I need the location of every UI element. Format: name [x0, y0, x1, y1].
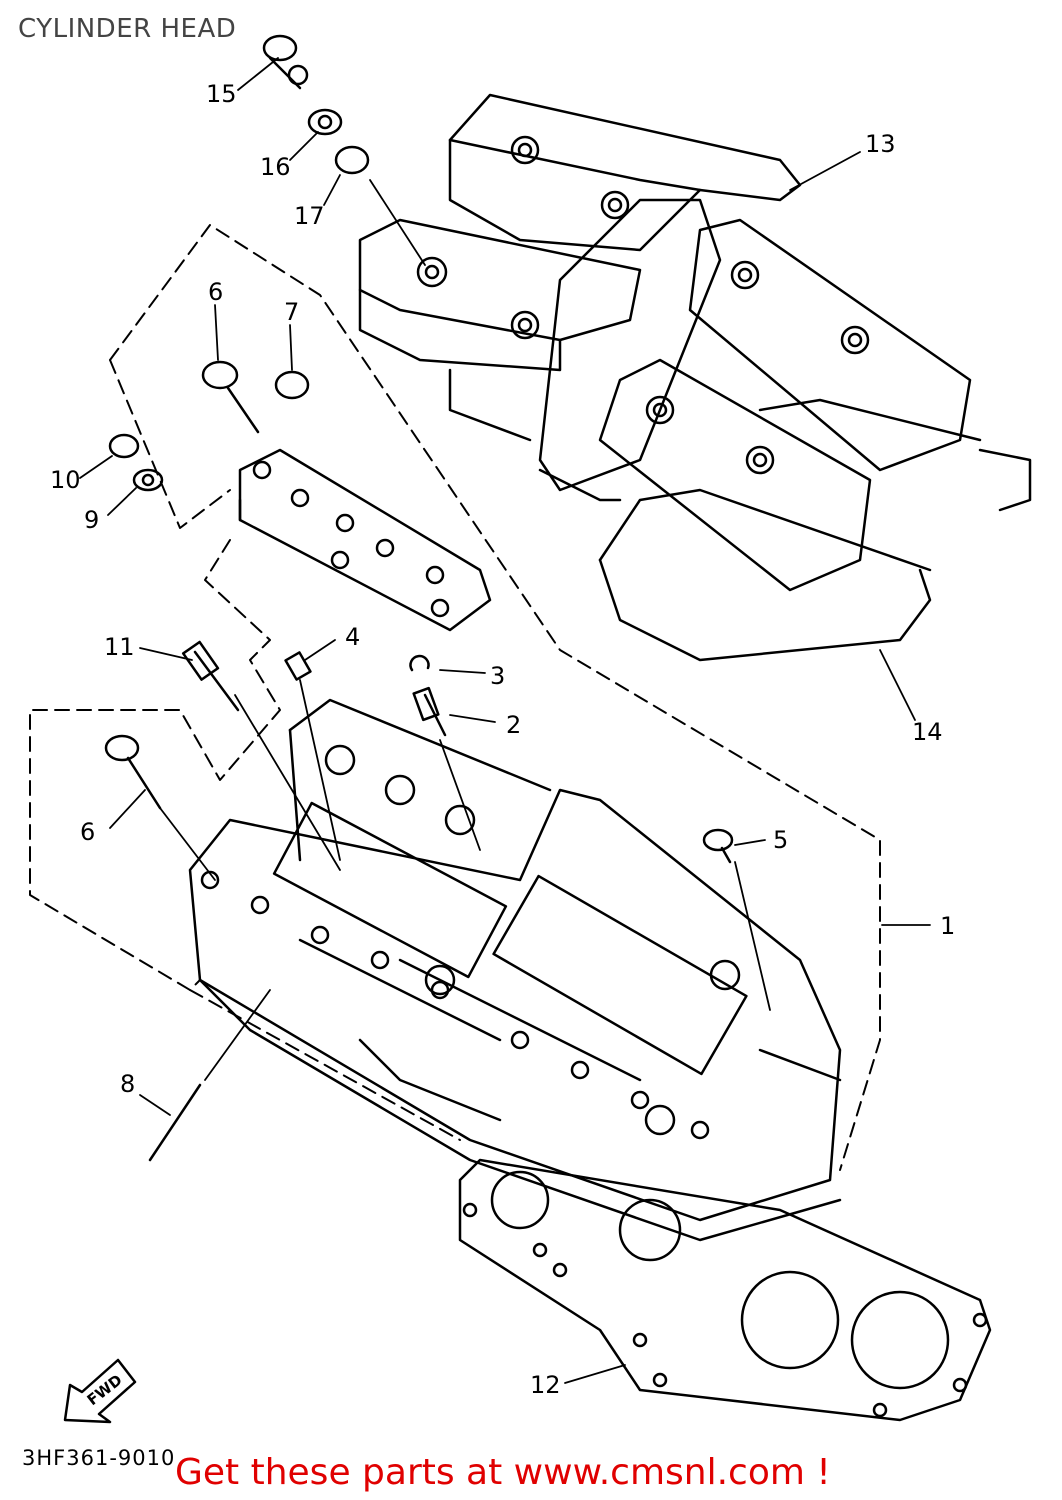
- callout-5: 5: [773, 826, 788, 854]
- callout-9: 9: [84, 506, 99, 534]
- valve-cover-part: [358, 93, 1032, 662]
- callout-7: 7: [284, 298, 299, 326]
- callout-8: 8: [120, 1070, 135, 1098]
- callout-12: 12: [530, 1371, 561, 1399]
- callout-1: 1: [940, 912, 955, 940]
- cam-cap-part: [238, 448, 492, 632]
- forward-direction-arrow: [63, 1358, 137, 1424]
- forward-arrow-label: FWD: [84, 1371, 126, 1409]
- leader-lines: [79, 57, 931, 1384]
- page-title: CYLINDER HEAD: [18, 14, 237, 44]
- callout-3: 3: [490, 662, 505, 690]
- small-parts: [104, 34, 734, 1162]
- callout-14: 14: [912, 718, 943, 746]
- callout-16: 16: [260, 153, 291, 181]
- callout-13: 13: [865, 130, 896, 158]
- callout-4: 4: [345, 623, 360, 651]
- callout-10: 10: [50, 466, 81, 494]
- callout-6-lower: 6: [80, 818, 95, 846]
- cylinder-head-part: [188, 698, 842, 1242]
- callout-17: 17: [294, 202, 325, 230]
- promo-link[interactable]: Get these parts at www.cmsnl.com !: [175, 1452, 831, 1493]
- callout-15: 15: [206, 80, 237, 108]
- group-boundary: [29, 224, 881, 1171]
- diagram-code: 3HF361-9010: [22, 1446, 176, 1470]
- head-gasket-part: [458, 1158, 992, 1422]
- callout-6-upper: 6: [208, 278, 223, 306]
- callout-11: 11: [104, 633, 135, 661]
- callout-2: 2: [506, 711, 521, 739]
